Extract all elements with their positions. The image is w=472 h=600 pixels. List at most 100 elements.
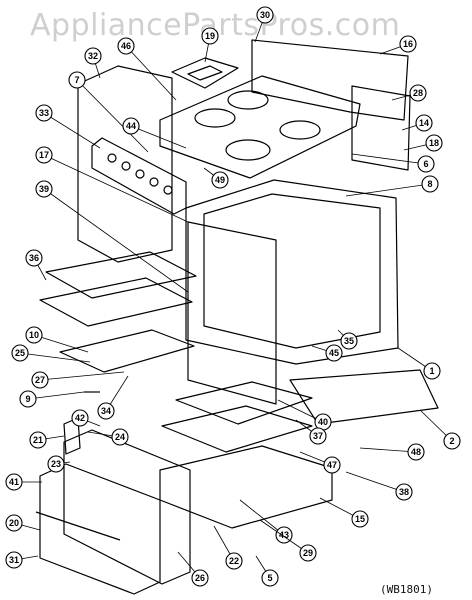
- callout-circle-42: [71, 409, 89, 427]
- callout-label-43[interactable]: 43: [279, 530, 289, 540]
- callout-circle-31: [5, 551, 23, 569]
- callout-label-42[interactable]: 42: [75, 413, 85, 423]
- callout-label-49[interactable]: 49: [215, 175, 225, 185]
- callout-label-19[interactable]: 19: [205, 31, 215, 41]
- callout-circle-37: [309, 427, 327, 445]
- leader-line-38: [345, 471, 405, 493]
- callout-circle-48: [407, 443, 425, 461]
- callout-label-47[interactable]: 47: [327, 460, 337, 470]
- callout-label-26[interactable]: 26: [195, 573, 205, 583]
- callout-label-28[interactable]: 28: [413, 88, 423, 98]
- callout-label-32[interactable]: 32: [88, 51, 98, 61]
- callout-label-34[interactable]: 34: [101, 406, 111, 416]
- callout-label-16[interactable]: 16: [403, 39, 413, 49]
- callout-circle-19: [201, 27, 219, 45]
- callout-label-17[interactable]: 17: [39, 150, 49, 160]
- callout-label-14[interactable]: 14: [419, 118, 429, 128]
- callout-label-18[interactable]: 18: [429, 138, 439, 148]
- callout-label-27[interactable]: 27: [35, 375, 45, 385]
- callout-label-9[interactable]: 9: [25, 394, 30, 404]
- callout-circle-17: [35, 146, 53, 164]
- callout-label-20[interactable]: 20: [9, 518, 19, 528]
- leader-line-10: [33, 334, 89, 353]
- callout-circle-25: [11, 344, 29, 362]
- callout-label-7[interactable]: 7: [74, 75, 79, 85]
- callout-label-8[interactable]: 8: [427, 179, 432, 189]
- callout-circle-30: [256, 6, 274, 24]
- callout-label-23[interactable]: 23: [51, 459, 61, 469]
- callout-label-1[interactable]: 1: [429, 366, 434, 376]
- storage-drawer: [159, 445, 333, 529]
- callout-label-24[interactable]: 24: [115, 432, 125, 442]
- leader-line-17: [43, 154, 189, 223]
- callout-circle-41: [5, 473, 23, 491]
- callout-circle-15: [351, 510, 369, 528]
- leader-line-29: [259, 519, 309, 554]
- leader-line-27: [39, 371, 125, 381]
- drawer-front-outer: [39, 463, 161, 595]
- leader-line-6: [351, 153, 427, 165]
- callout-label-5[interactable]: 5: [267, 573, 272, 583]
- callout-label-25[interactable]: 25: [15, 348, 25, 358]
- drawer-front-inner: [63, 429, 191, 585]
- callout-circle-14: [415, 114, 433, 132]
- callout-circle-47: [323, 456, 341, 474]
- callout-label-29[interactable]: 29: [303, 548, 313, 558]
- callout-label-22[interactable]: 22: [229, 556, 239, 566]
- bottom-rail: [289, 369, 439, 425]
- callout-label-41[interactable]: 41: [9, 477, 19, 487]
- callout-circle-7: [68, 71, 86, 89]
- callout-label-37[interactable]: 37: [313, 431, 323, 441]
- callout-label-10[interactable]: 10: [29, 330, 39, 340]
- left-side-panel: [77, 65, 173, 263]
- door-frame: [187, 221, 277, 405]
- oven-cavity: [185, 179, 399, 365]
- callout-circle-45: [325, 344, 343, 362]
- callout-circle-23: [47, 455, 65, 473]
- callout-label-2[interactable]: 2: [449, 436, 454, 446]
- callout-circle-39: [35, 180, 53, 198]
- callout-label-44[interactable]: 44: [126, 121, 136, 131]
- callout-circle-22: [225, 552, 243, 570]
- callout-label-38[interactable]: 38: [399, 487, 409, 497]
- callout-label-46[interactable]: 46: [121, 41, 131, 51]
- callout-circle-36: [25, 249, 43, 267]
- callout-circle-24: [111, 428, 129, 446]
- callout-label-45[interactable]: 45: [329, 348, 339, 358]
- callout-circle-18: [425, 134, 443, 152]
- diagram-code: (WB1801): [380, 583, 433, 596]
- broiler-insert: [161, 405, 313, 453]
- callout-circle-49: [211, 171, 229, 189]
- callout-label-48[interactable]: 48: [411, 447, 421, 457]
- broiler-drawer: [59, 329, 195, 373]
- leader-line-44: [130, 125, 187, 149]
- callout-label-15[interactable]: 15: [355, 514, 365, 524]
- callout-label-31[interactable]: 31: [9, 555, 19, 565]
- callout-circle-21: [29, 431, 47, 449]
- callout-label-6[interactable]: 6: [423, 159, 428, 169]
- callout-label-35[interactable]: 35: [344, 336, 354, 346]
- callout-label-39[interactable]: 39: [39, 184, 49, 194]
- callout-label-40[interactable]: 40: [318, 417, 328, 427]
- callout-label-21[interactable]: 21: [33, 435, 43, 445]
- callout-circle-34: [97, 402, 115, 420]
- callout-circle-9: [19, 390, 37, 408]
- burner-grate: [171, 57, 239, 89]
- callout-circle-1: [423, 362, 441, 380]
- callout-circle-46: [117, 37, 135, 55]
- callout-circle-6: [417, 155, 435, 173]
- callout-circle-28: [409, 84, 427, 102]
- callout-circle-35: [340, 332, 358, 350]
- callout-label-36[interactable]: 36: [29, 253, 39, 263]
- callout-circle-29: [299, 544, 317, 562]
- oven-rack-upper: [45, 251, 197, 299]
- rear-bracket: [351, 85, 411, 171]
- callout-circle-8: [421, 175, 439, 193]
- callout-label-30[interactable]: 30: [260, 10, 270, 20]
- oven-rack-lower: [39, 277, 193, 327]
- drawer-handle: [35, 511, 121, 541]
- callout-label-33[interactable]: 33: [39, 108, 49, 118]
- callout-circle-10: [25, 326, 43, 344]
